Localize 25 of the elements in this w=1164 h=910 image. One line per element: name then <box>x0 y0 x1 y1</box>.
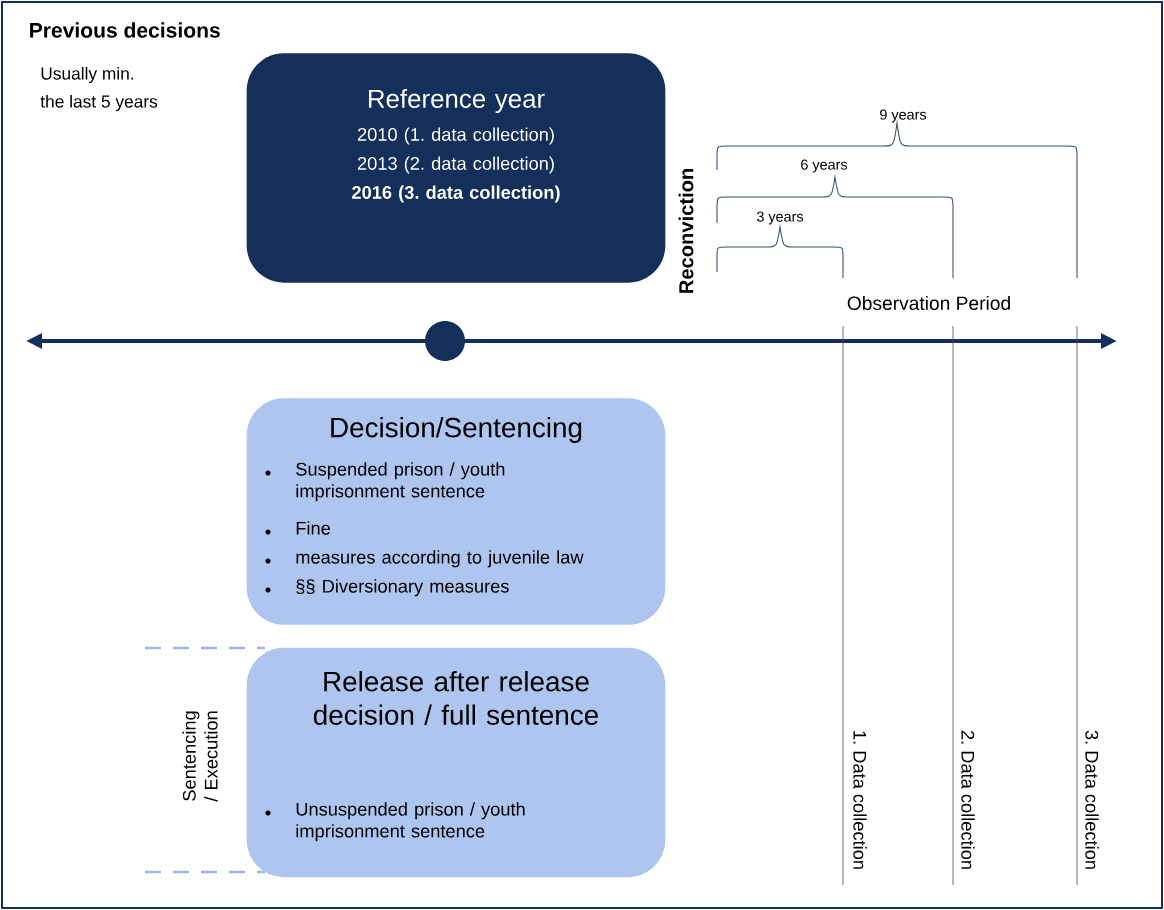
bullet-item: §§ Diversionary measures <box>296 579 509 597</box>
brace-label: 3 years <box>756 211 804 225</box>
bullet-item: Fine <box>296 521 330 535</box>
box-heading: Reference year <box>369 88 545 114</box>
data-collection-label: 2. Data collection <box>961 730 975 869</box>
data-collection-label: 3. Data collection <box>1085 730 1099 869</box>
brace-label: 6 years <box>801 159 848 173</box>
bullet-item: Suspended prison / youth imprisonment sentence <box>296 462 505 502</box>
reference-box <box>246 53 666 283</box>
axis-label: Observation Period <box>847 295 1010 311</box>
side-label: Sentencing / Execution <box>182 711 218 802</box>
box-heading: Decision/Sentencing <box>331 417 582 443</box>
bullet-item: Unsuspended prison / youth imprisonment sentence <box>296 802 525 842</box>
box-text: 2013 (2. data collection) <box>357 156 554 174</box>
brace-label: 9 years <box>880 109 927 123</box>
box-heading: Release after release decision / full sentence <box>313 671 598 725</box>
note-text: the last 5 years <box>40 94 158 112</box>
box-text: 2016 (3. data collection) <box>352 185 560 203</box>
note-text: Usually min. <box>41 66 134 84</box>
data-collection-label: 1. Data collection <box>853 731 867 869</box>
release-box <box>246 647 666 878</box>
decision-box <box>246 398 666 625</box>
title: Previous decisions <box>30 22 220 38</box>
box-text: 2010 (1. data collection) <box>357 127 554 145</box>
bullet-item: measures according to juvenile law <box>296 550 584 568</box>
